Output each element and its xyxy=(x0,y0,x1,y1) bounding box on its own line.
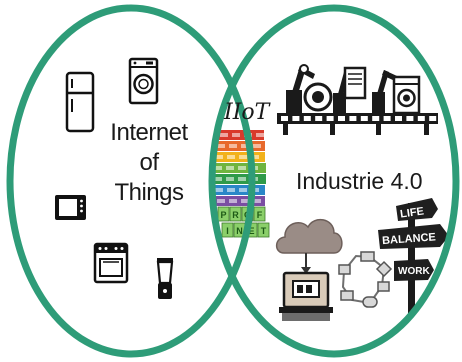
device-slot xyxy=(215,188,223,192)
industrie-circle xyxy=(208,4,460,358)
device-slot xyxy=(220,133,228,137)
device-stripe xyxy=(211,185,265,195)
profinet-block xyxy=(221,222,234,238)
profinet-block xyxy=(257,222,270,238)
profinet-letter: E xyxy=(248,226,254,236)
device-stripe xyxy=(213,141,265,151)
conveyor-slot xyxy=(292,116,300,121)
conveyor-slot xyxy=(406,116,414,121)
device-slot xyxy=(253,144,261,148)
conveyor-slot xyxy=(303,116,311,121)
conveyor-slot xyxy=(349,116,357,121)
device-slot xyxy=(226,177,234,181)
profinet-letter: R xyxy=(232,210,239,220)
profinet-letter: T xyxy=(261,226,267,236)
device-slot xyxy=(239,188,247,192)
refrigerator-icon xyxy=(65,71,95,133)
iot-label: Internet of Things xyxy=(99,118,199,208)
conveyor-slot xyxy=(395,116,402,121)
device-slot xyxy=(226,166,234,170)
cloud-icon xyxy=(275,218,343,274)
conveyor-slot xyxy=(417,116,425,121)
conveyor-slot xyxy=(383,116,391,121)
conveyor-slot xyxy=(281,116,288,121)
device-slot xyxy=(227,155,235,159)
device-slot xyxy=(214,166,222,170)
washing-machine-icon xyxy=(128,57,159,105)
conveyor-slot xyxy=(372,116,380,121)
iiot-device-stack xyxy=(210,130,266,206)
sign-work-label: WORK xyxy=(398,266,430,277)
device-slot xyxy=(238,177,246,181)
conveyor-slot xyxy=(338,116,345,121)
device-slot xyxy=(232,133,240,137)
process-flow-icon xyxy=(338,251,393,308)
blender-icon xyxy=(156,258,174,299)
profinet-block xyxy=(229,206,242,222)
conveyor-slot xyxy=(360,116,368,121)
device-slot xyxy=(227,188,235,192)
profinet-letter: N xyxy=(236,226,243,236)
profinet-letter: P xyxy=(220,210,226,220)
device-slot xyxy=(215,155,223,159)
device-slot xyxy=(217,199,225,203)
device-stripe xyxy=(211,152,265,162)
device-stripe xyxy=(213,196,265,206)
device-slot xyxy=(217,144,225,148)
device-slot xyxy=(241,144,249,148)
iot-circle xyxy=(6,4,256,358)
robot-arm-assembly-line-icon xyxy=(277,64,438,135)
iot-label-line-1: Internet xyxy=(110,119,188,146)
iot-label-line-3: Things xyxy=(114,179,184,206)
microwave-icon xyxy=(55,195,86,220)
signpost-icon: LIFE BALANCE WORK xyxy=(378,198,449,316)
computer-terminal-icon xyxy=(279,271,333,321)
conveyor-slot xyxy=(315,116,323,121)
stove-icon xyxy=(93,242,129,284)
profinet-block xyxy=(217,206,230,222)
device-slot xyxy=(256,133,264,137)
sign-balance-label: BALANCE xyxy=(382,231,436,247)
profinet-block xyxy=(253,206,266,222)
sign-life-label: LIFE xyxy=(399,205,424,220)
device-slot xyxy=(253,199,261,203)
iot-label-line-2: of xyxy=(139,149,159,176)
device-slot xyxy=(239,155,247,159)
iiot-label: IIoT xyxy=(224,100,270,125)
profinet-letter: I xyxy=(226,226,229,236)
device-slot xyxy=(241,199,249,203)
device-slot xyxy=(229,144,237,148)
conveyor-slot xyxy=(326,116,334,121)
conveyor-slot xyxy=(429,116,437,121)
device-slot xyxy=(214,177,222,181)
profinet-letter: F xyxy=(257,210,263,220)
device-slot xyxy=(229,199,237,203)
device-slot xyxy=(251,155,259,159)
device-slot xyxy=(238,166,246,170)
industrie-label: Industrie 4.0 xyxy=(296,168,423,194)
